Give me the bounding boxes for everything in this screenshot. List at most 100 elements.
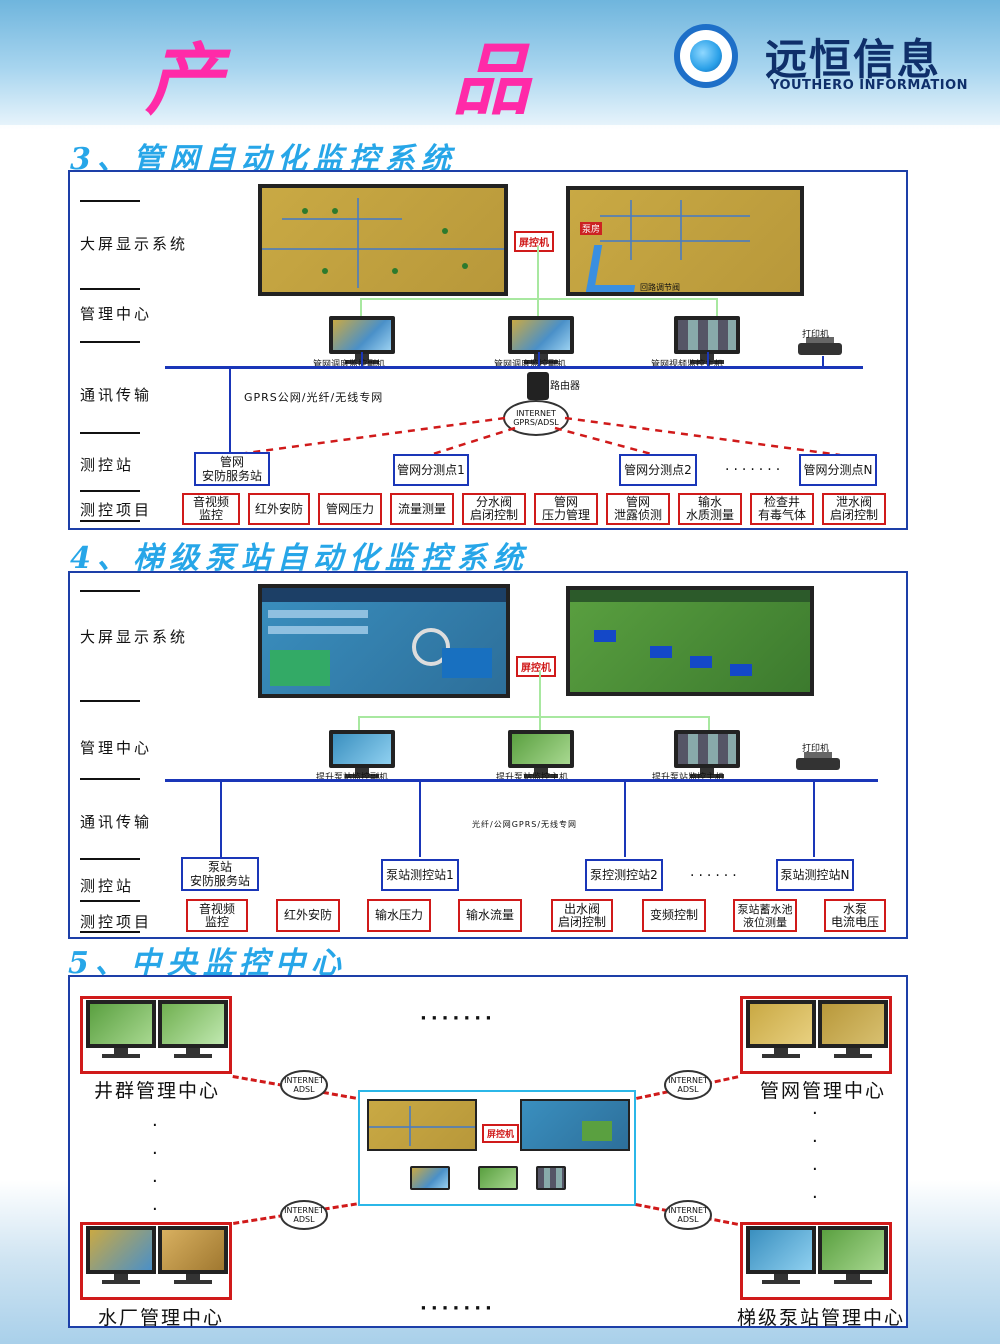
s4-label-items: 测控项目 (80, 913, 153, 931)
s3-station-ellipsis: ······· (725, 462, 785, 478)
s3-cloud-line2: GPRS/ADSL (513, 418, 559, 427)
central-pc-1 (410, 1166, 454, 1198)
brand-logo-icon (674, 24, 738, 88)
s3-label-station: 测控站 (80, 456, 135, 474)
central-pc-2 (478, 1166, 522, 1198)
cloud-text: INTERNET (668, 1076, 708, 1085)
central-screen-controller: 屏控机 (482, 1124, 520, 1143)
s3-item-valve: 分水阀 启闭控制 (462, 493, 526, 525)
divider (80, 778, 140, 780)
central-screen-right (520, 1099, 630, 1151)
s3-router-icon (527, 372, 549, 400)
s4-item-ir: 红外安防 (276, 899, 340, 932)
s4-printer-icon (796, 752, 840, 772)
s3-big-screen-left (258, 184, 508, 296)
s3-station-1: 管网分测点1 (393, 454, 469, 486)
s4-label-station: 测控站 (80, 877, 135, 895)
center-plant-monitor-1 (86, 1226, 156, 1284)
s4-computer-1 (329, 730, 395, 778)
s4-computer-2-label: 提升泵站监控主机 (496, 773, 569, 783)
s4-computer-3 (674, 730, 740, 778)
s3-label-mgmt: 管理中心 (80, 305, 153, 323)
s4-label-mgmt: 管理中心 (80, 739, 153, 757)
center-well-group-label: 井群管理中心 (94, 1080, 221, 1102)
s4-computer-2 (508, 730, 574, 778)
s3-station-2: 管网分测点2 (619, 454, 697, 486)
cloud-text: INTERNET (284, 1076, 324, 1085)
title-char-1: 产 (145, 35, 226, 126)
s3-label-comm: 通讯传输 (80, 386, 153, 404)
brand-name-en: YOUTHERO INFORMATION (770, 78, 969, 93)
center-well-monitor-2 (158, 1000, 228, 1058)
cloud-text: INTERNET (284, 1206, 324, 1215)
center-plant-label: 水厂管理中心 (98, 1307, 225, 1329)
section4-title: 4、梯级泵站自动化监控系统 (70, 541, 529, 576)
cloud-text: ADSL (677, 1215, 699, 1224)
s3-comm-label: GPRS公网/光纤/无线专网 (244, 391, 384, 404)
divider (80, 520, 140, 522)
s5-ellipsis-top: ······· (420, 1008, 496, 1029)
s4-item-level: 泵站蓄水池 液位测量 (733, 899, 797, 932)
divider (80, 490, 140, 492)
cloud-text: ADSL (293, 1215, 315, 1224)
s3-big-screen-right: 泵房 回路调节阀 (566, 186, 804, 296)
divider (80, 288, 140, 290)
s3-station-security: 管网 安防服务站 (194, 452, 270, 486)
s3-item-av: 音视频 监控 (182, 493, 240, 525)
cloud-text: ADSL (293, 1085, 315, 1094)
s4-item-current: 水泵 电流电压 (824, 899, 886, 932)
s3-item-quality: 输水 水质测量 (678, 493, 742, 525)
s4-station-n: 泵站测控站N (776, 859, 854, 891)
s3-network-bus (165, 366, 863, 369)
s4-printer-label: 打印机 (802, 744, 830, 754)
s3-cloud-line1: INTERNET (516, 409, 556, 418)
s4-station-ellipsis: ······ (690, 868, 741, 884)
divider (80, 931, 140, 933)
s4-item-pressure: 输水压力 (367, 899, 431, 932)
s4-big-screen-right (566, 586, 814, 696)
center-pipe-label: 管网管理中心 (760, 1080, 887, 1102)
s4-big-screen-left (258, 584, 510, 698)
s3-computer-2-label: 管网调度监控副机 (494, 360, 567, 370)
s4-station-security: 泵站 安防服务站 (181, 857, 259, 891)
s4-screen-controller: 屏控机 (516, 656, 556, 677)
s3-screen-controller: 屏控机 (514, 231, 554, 252)
divider (80, 432, 140, 434)
center-pipe-monitor-1 (746, 1000, 816, 1058)
s3-item-flow: 流量测量 (390, 493, 454, 525)
s3-computer-3-label: 管网视频监控主机 (651, 360, 724, 370)
s4-item-av: 音视频 监控 (186, 899, 248, 932)
center-pump-label: 梯级泵站管理中心 (737, 1307, 906, 1329)
s4-network-bus (165, 779, 878, 782)
s4-computer-3-label: 提升泵站监控主机 (652, 773, 725, 783)
s3-item-drain: 泄水阀 启闭控制 (822, 493, 886, 525)
divider (80, 590, 140, 592)
brand-name-cn: 远恒信息 (765, 35, 942, 84)
s4-label-display: 大屏显示系统 (80, 628, 189, 646)
central-pc-3 (536, 1166, 580, 1198)
s3-item-gas: 检查井 有毒气体 (750, 493, 814, 525)
s3-computer-1-label: 管网调度监控副机 (313, 360, 386, 370)
s3-printer-icon (798, 337, 842, 357)
center-plant-monitor-2 (158, 1226, 228, 1284)
divider (80, 900, 140, 902)
s3-label-display: 大屏显示系统 (80, 235, 189, 253)
s3-printer-label: 打印机 (802, 330, 830, 340)
s4-label-comm: 通讯传输 (80, 813, 153, 831)
divider (80, 200, 140, 202)
divider (80, 858, 140, 860)
s3-router-label: 路由器 (550, 381, 580, 392)
s3-dashed-links (231, 416, 841, 457)
divider (80, 700, 140, 702)
s3-computer-2 (508, 316, 574, 364)
s4-computer-1-label: 提升泵站监控副机 (316, 773, 389, 783)
s4-station-1: 泵站测控站1 (381, 859, 459, 891)
central-screen-left (367, 1099, 477, 1151)
center-well-monitor-1 (86, 1000, 156, 1058)
s3-item-leak: 管网 泄露侦测 (606, 493, 670, 525)
s4-item-valve: 出水阀 启闭控制 (551, 899, 613, 932)
